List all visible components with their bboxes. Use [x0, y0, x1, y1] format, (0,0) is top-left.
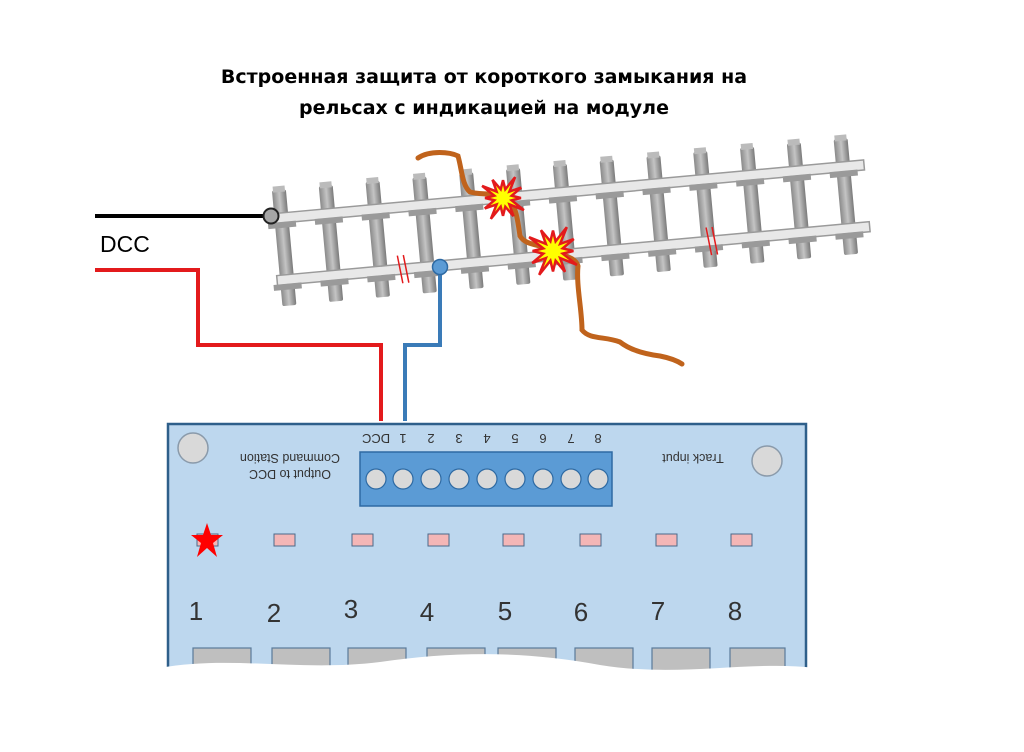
mounting-hole — [177, 432, 209, 464]
rail-chair — [601, 252, 630, 262]
tie-end — [506, 164, 520, 172]
rail-chair — [689, 182, 718, 191]
track-input-label: Track input — [662, 451, 724, 465]
tie-end — [787, 138, 800, 146]
terminal-screw — [560, 468, 582, 490]
railway-track — [267, 134, 871, 307]
insulating-gap — [705, 226, 719, 256]
title-line-1: Встроенная защита от короткого замыкания… — [220, 66, 748, 88]
tie-end — [647, 151, 660, 159]
terminal-screw — [448, 468, 470, 490]
channel-number: 2 — [267, 598, 281, 628]
rail-chair — [735, 178, 765, 187]
rail-chair — [455, 203, 484, 213]
title-line-2: рельсах с индикацией на модуле — [299, 97, 669, 119]
channel-number: 6 — [574, 597, 588, 627]
mounting-hole — [751, 445, 783, 477]
rail-chair — [507, 261, 536, 270]
rail-chair — [788, 235, 817, 245]
tie-end — [553, 159, 566, 168]
rail-chair — [647, 248, 677, 257]
rail-chair — [595, 190, 624, 200]
channel-led — [351, 533, 374, 547]
tie-end — [319, 181, 332, 189]
terminal-screw — [392, 468, 414, 490]
rail-chair — [829, 169, 858, 179]
red-dcc-wire — [95, 268, 383, 421]
channel-number: 5 — [498, 596, 512, 626]
insulating-gap — [396, 254, 410, 284]
terminal-screw — [420, 468, 442, 490]
rail-chair — [548, 195, 578, 204]
rail-chair — [314, 216, 344, 225]
protection-module: Output to DCC Command Station Track inpu… — [160, 422, 815, 752]
channel-led — [730, 533, 753, 547]
torn-edge — [160, 654, 815, 752]
tie-end — [366, 177, 379, 185]
rail-chair — [367, 273, 396, 283]
output-label-line-1: Output to DCC — [249, 467, 331, 481]
terminal-label: 4 — [483, 431, 490, 446]
terminal-label: 8 — [594, 431, 601, 446]
rail-connection-point — [262, 207, 280, 225]
terminal-label: 7 — [567, 431, 574, 446]
channel-led — [273, 533, 296, 547]
channel-number: 4 — [420, 597, 434, 627]
terminal-label: 5 — [511, 431, 518, 446]
terminal-screw — [476, 468, 498, 490]
tie-end — [740, 142, 754, 151]
rail-chair — [273, 282, 302, 291]
terminal-label: 1 — [399, 431, 406, 446]
terminal-screw — [587, 468, 609, 490]
channel-number: 7 — [651, 596, 665, 626]
short-indicator-star-icon — [191, 523, 223, 557]
channel-number: 1 — [189, 596, 203, 626]
output-label-line-2: Command Station — [240, 451, 340, 465]
channel-number: 3 — [344, 594, 358, 624]
rail-chair — [741, 239, 770, 249]
channel-led — [502, 533, 525, 547]
channel-number: 8 — [728, 596, 742, 626]
channel-led — [655, 533, 678, 547]
terminal-label: 2 — [427, 431, 434, 446]
dcc-label: DCC — [100, 231, 150, 257]
rail-chair — [320, 278, 349, 287]
tie-end — [272, 185, 286, 193]
rail-chair — [408, 207, 437, 217]
terminal-label: DCC — [362, 431, 390, 446]
tie-end — [834, 134, 847, 142]
tie-end — [412, 172, 426, 180]
rail-chair — [782, 173, 812, 183]
terminal-screw — [532, 468, 554, 490]
rail-chair — [460, 265, 490, 274]
rail-chair — [835, 231, 864, 240]
rail-chair — [642, 186, 671, 196]
rail-chair — [361, 212, 390, 221]
spark-icon — [528, 226, 578, 276]
channel-led — [427, 533, 450, 547]
tie-end — [693, 147, 707, 155]
terminal-screw — [504, 468, 526, 490]
terminal-label: 6 — [539, 431, 546, 446]
terminal-label: 3 — [455, 431, 462, 446]
channel-led — [579, 533, 602, 547]
tie-end — [600, 155, 613, 163]
feeder-connection-point — [431, 258, 449, 276]
spark-icon — [481, 176, 525, 220]
blue-feeder-wire — [403, 268, 442, 421]
terminal-screw — [365, 468, 387, 490]
